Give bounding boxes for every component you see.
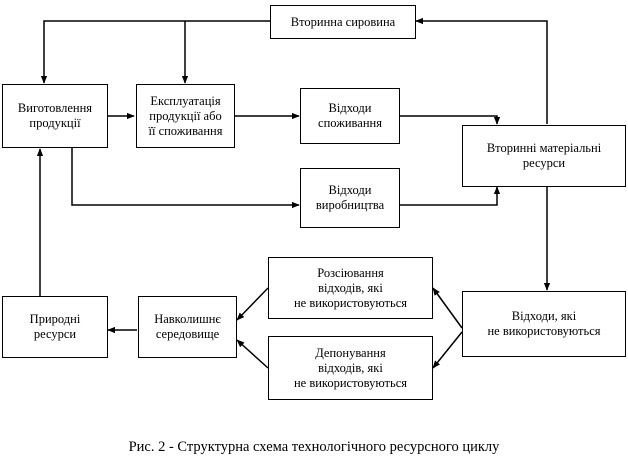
figure-caption: Рис. 2 - Структурна схема технологічного… <box>128 439 500 455</box>
node-waste-dispersal: Розсіювання відходів, які не використову… <box>268 257 433 319</box>
edge-manufacturing-to-production-waste <box>71 148 300 209</box>
node-product-manufacturing: Виготовлення продукції <box>2 84 108 148</box>
edge-deposition-to-environment <box>236 339 269 369</box>
node-secondary-material-resources: Вторинні матеріальні ресурси <box>462 125 626 187</box>
node-consumption-waste: Відходи споживання <box>300 88 400 144</box>
node-natural-resources: Природні ресурси <box>2 296 108 358</box>
edge-unused-to-dispersal <box>432 287 463 329</box>
edge-secondary-resources-to-raw <box>415 17 548 124</box>
edge-consumption-to-secondary <box>400 115 501 125</box>
node-waste-deposition: Депонування відходів, які не використову… <box>268 336 433 400</box>
edge-production-to-secondary <box>400 186 501 206</box>
node-product-exploitation: Експлуатація продукції або її споживання <box>136 84 235 148</box>
node-unused-waste: Відходи, які не використовуються <box>462 291 626 357</box>
edge-unused-to-deposition <box>432 331 463 369</box>
node-production-waste: Відходи виробництва <box>300 168 400 228</box>
node-environment: Навколишнє середовище <box>138 296 237 358</box>
edge-dispersal-to-environment <box>236 287 269 321</box>
edge-secondary-to-manufacturing <box>40 20 270 84</box>
node-secondary-raw-materials: Вторинна сировина <box>270 5 416 39</box>
